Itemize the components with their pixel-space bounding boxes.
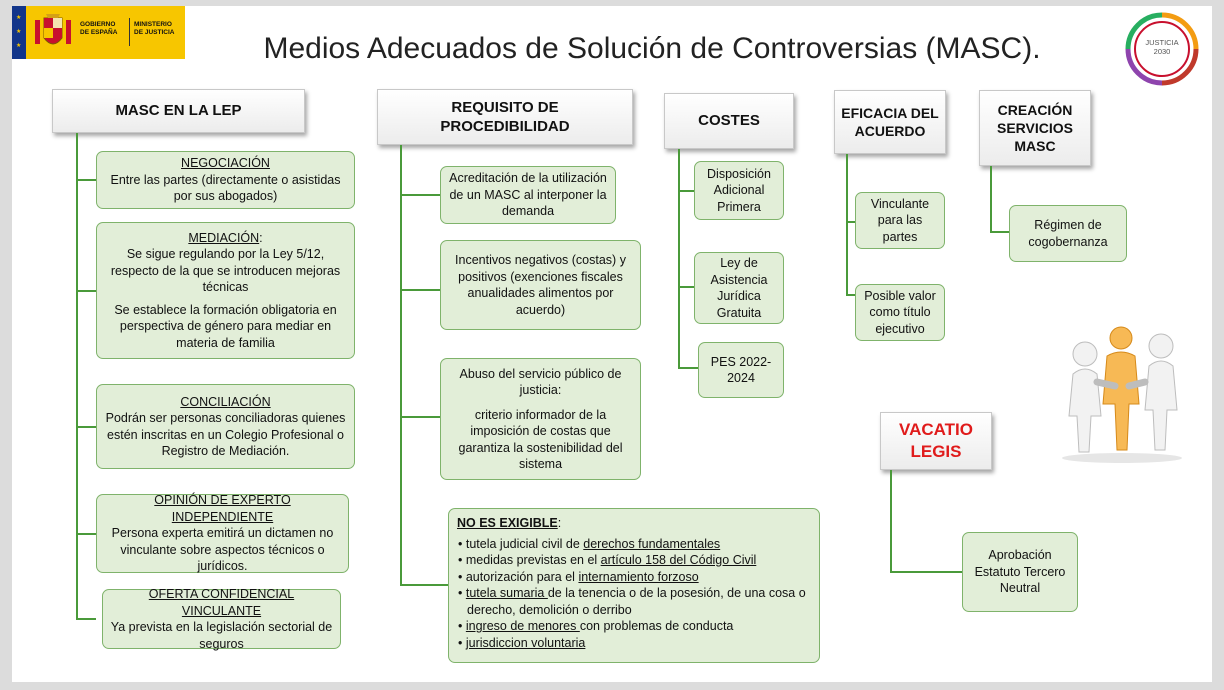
gobierno-logo: ★ ★ ★ GOBIERNO DE ESPAÑA MINISTERIO DE J…	[12, 6, 185, 59]
vinculante-box: Vinculante para las partes	[855, 192, 945, 249]
item-link-text: tutela sumaria	[466, 586, 548, 600]
creacion-header: CREACIÓN SERVICIOS MASC	[979, 90, 1091, 166]
vinculante-text: Vinculante para las partes	[862, 196, 938, 246]
abuso-text2: criterio informador de la imposición de …	[447, 407, 634, 473]
masc-lep-header: MASC EN LA LEP	[52, 89, 305, 133]
list-item: • tutela judicial civil de derechos fund…	[457, 536, 811, 553]
titulo-ejecutivo-box: Posible valor como título ejecutivo	[855, 284, 945, 341]
list-item: • jurisdiccion voluntaria	[457, 635, 811, 652]
cogobernanza-text: Régimen de cogobernanza	[1016, 217, 1120, 250]
gobierno-label: GOBIERNO DE ESPAÑA	[80, 21, 117, 37]
item-text: autorización para el	[466, 570, 579, 584]
connector	[76, 290, 96, 292]
requisito-header: REQUISITO DE PROCEDIBILIDAD	[377, 89, 633, 145]
connector	[76, 618, 96, 620]
conciliacion-box: CONCILIACIÓN Podrán ser personas concili…	[96, 384, 355, 469]
connector	[890, 571, 962, 573]
connector	[990, 231, 1009, 233]
oferta-text: Ya prevista en la legislación sectorial …	[109, 619, 334, 652]
abuso-text: Abuso del servicio público de justicia:	[447, 366, 634, 399]
connector	[400, 194, 440, 196]
coat-of-arms-icon	[32, 12, 74, 54]
titulo-ejecutivo-text: Posible valor como título ejecutivo	[862, 288, 938, 338]
connector	[76, 179, 96, 181]
no-exigible-box: NO ES EXIGIBLE: • tutela judicial civil …	[448, 508, 820, 663]
abuso-box: Abuso del servicio público de justicia: …	[440, 358, 641, 480]
experto-title: OPINIÓN DE EXPERTO INDEPENDIENTE	[103, 492, 342, 525]
no-exigible-list: • tutela judicial civil de derechos fund…	[457, 536, 811, 652]
team-people-illustration	[1057, 324, 1187, 464]
estatuto-text: Aprobación Estatuto Tercero Neutral	[969, 547, 1071, 597]
oferta-title: OFERTA CONFIDENCIAL VINCULANTE	[109, 586, 334, 619]
ministerio-label: MINISTERIO DE JUSTICIA	[134, 21, 174, 37]
logo-divider	[129, 18, 130, 46]
connector	[678, 286, 694, 288]
list-item: • medidas previstas en el artículo 158 d…	[457, 552, 811, 569]
connector	[846, 294, 855, 296]
connector	[400, 145, 402, 586]
mediacion-box: MEDIACIÓN: Se sigue regulando por la Ley…	[96, 222, 355, 359]
incentivos-box: Incentivos negativos (costas) y positivo…	[440, 240, 641, 330]
connector	[76, 426, 96, 428]
conciliacion-text: Podrán ser personas conciliadoras quiene…	[103, 410, 348, 460]
item-text: tutela judicial civil de	[466, 537, 583, 551]
negociacion-title: NEGOCIACIÓN	[103, 155, 348, 172]
mediacion-text: Se sigue regulando por la Ley 5/12, resp…	[103, 246, 348, 296]
connector	[400, 289, 440, 291]
connector	[846, 154, 848, 296]
connector	[890, 470, 892, 573]
cogobernanza-box: Régimen de cogobernanza	[1009, 205, 1127, 262]
connector	[678, 149, 680, 369]
item-link-text: derechos fundamentales	[583, 537, 720, 551]
connector	[846, 221, 855, 223]
pes-text: PES 2022-2024	[705, 354, 777, 387]
connector	[678, 367, 698, 369]
incentivos-text: Incentivos negativos (costas) y positivo…	[447, 252, 634, 318]
connector	[678, 190, 694, 192]
pes-box: PES 2022-2024	[698, 342, 784, 398]
acreditacion-text: Acreditación de la utilización de un MAS…	[447, 170, 609, 220]
ley-asistencia-text: Ley de Asistencia Jurídica Gratuita	[701, 255, 777, 321]
negociacion-text: Entre las partes (directamente o asistid…	[103, 172, 348, 205]
conciliacion-title: CONCILIACIÓN	[103, 394, 348, 411]
oferta-box: OFERTA CONFIDENCIAL VINCULANTE Ya previs…	[102, 589, 341, 649]
acreditacion-box: Acreditación de la utilización de un MAS…	[440, 166, 616, 224]
connector	[990, 166, 992, 233]
justicia-2030-label: JUSTICIA 2030	[1142, 38, 1182, 56]
page-title: Medios Adecuados de Solución de Controve…	[202, 32, 1102, 66]
mediacion-text2: Se establece la formación obligatoria en…	[103, 302, 348, 352]
vacatio-header: VACATIO LEGIS	[880, 412, 992, 470]
experto-text: Persona experta emitirá un dictamen no v…	[103, 525, 342, 575]
experto-box: OPINIÓN DE EXPERTO INDEPENDIENTE Persona…	[96, 494, 349, 573]
item-link-text: jurisdiccion voluntaria	[466, 636, 586, 650]
item-link-text: artículo 158 del Código Civil	[601, 553, 757, 567]
connector	[76, 133, 78, 620]
mediacion-title: MEDIACIÓN	[188, 231, 259, 245]
list-item: • autorización para el internamiento for…	[457, 569, 811, 586]
item-text: medidas previstas en el	[466, 553, 601, 567]
connector	[400, 584, 448, 586]
disposicion-text: Disposición Adicional Primera	[701, 166, 777, 216]
justicia-2030-badge: JUSTICIA 2030	[1124, 11, 1200, 87]
connector	[76, 533, 96, 535]
item-link-text: internamiento forzoso	[578, 570, 698, 584]
estatuto-box: Aprobación Estatuto Tercero Neutral	[962, 532, 1078, 612]
eu-flag-strip: ★ ★ ★	[12, 6, 26, 59]
connector	[400, 416, 440, 418]
list-item: • ingreso de menores con problemas de co…	[457, 618, 811, 635]
no-exigible-title: NO ES EXIGIBLE	[457, 516, 558, 530]
item-text: con problemas de conducta	[580, 619, 734, 633]
ley-asistencia-box: Ley de Asistencia Jurídica Gratuita	[694, 252, 784, 324]
slide: ★ ★ ★ GOBIERNO DE ESPAÑA MINISTERIO DE J…	[12, 6, 1212, 682]
costes-header: COSTES	[664, 93, 794, 149]
item-link-text: ingreso de menores	[466, 619, 580, 633]
list-item: • tutela sumaria de la tenencia o de la …	[457, 585, 811, 618]
negociacion-box: NEGOCIACIÓN Entre las partes (directamen…	[96, 151, 355, 209]
eficacia-header: EFICACIA DEL ACUERDO	[834, 90, 946, 154]
disposicion-box: Disposición Adicional Primera	[694, 161, 784, 220]
mediacion-title-suffix: :	[259, 231, 262, 245]
